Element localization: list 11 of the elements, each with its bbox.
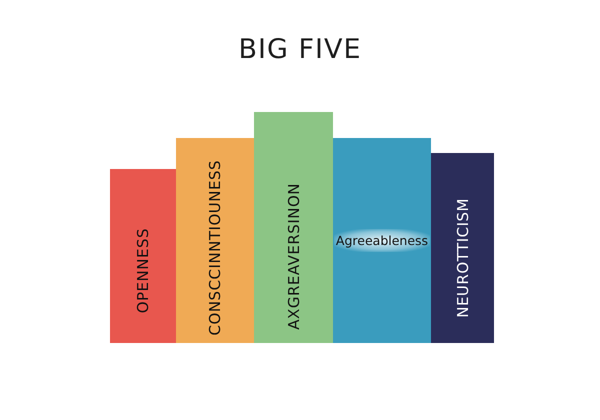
column-label: OPENNESS <box>134 228 152 313</box>
column-bar <box>254 112 333 343</box>
column-bar <box>176 138 254 343</box>
diagram-title: BIG FIVE <box>237 34 362 65</box>
column-label: Agreeableness <box>334 229 430 252</box>
column-label: CONSCCINNTIOUNESS <box>206 160 224 335</box>
column-label: AXGREAVERSINON <box>284 183 302 330</box>
column-bar <box>431 153 494 343</box>
column-bar <box>110 169 176 343</box>
column-bar <box>333 138 431 343</box>
column-label: NEUROTTICISM <box>454 198 472 318</box>
